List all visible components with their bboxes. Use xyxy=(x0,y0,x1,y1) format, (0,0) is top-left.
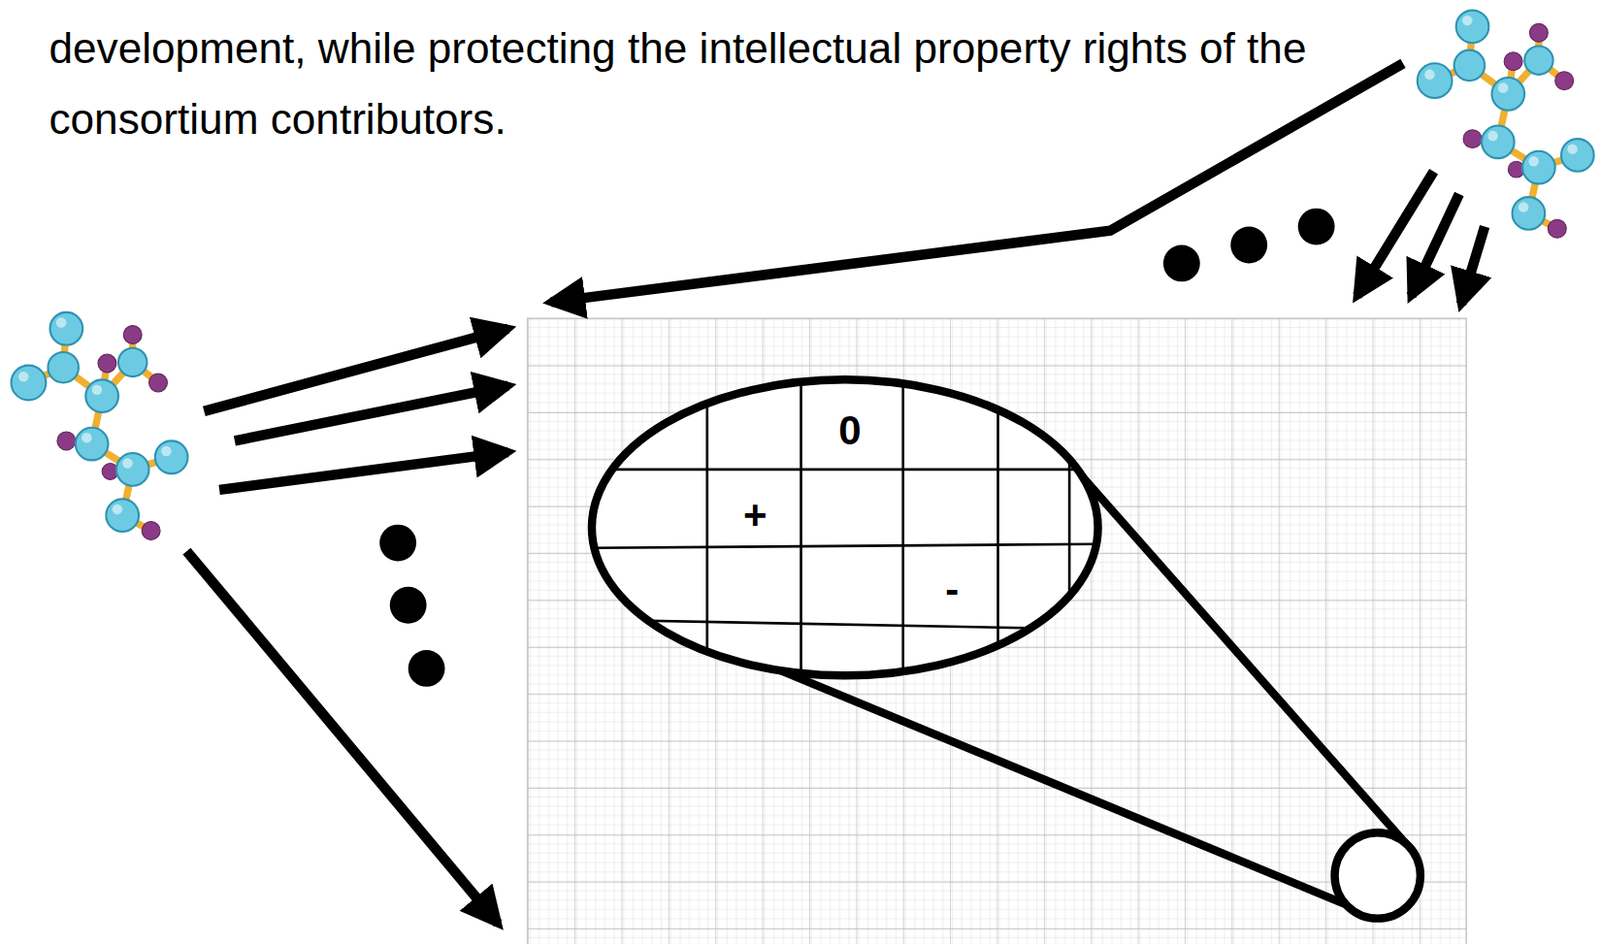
arrows xyxy=(186,551,498,924)
magnifier-cone xyxy=(1071,464,1413,853)
ellipsis-dots xyxy=(390,587,427,624)
array-grid xyxy=(527,318,1468,944)
arrows xyxy=(1410,194,1459,296)
arrows xyxy=(219,452,509,490)
magnified-cells xyxy=(705,367,709,695)
magnified-spot xyxy=(1335,832,1421,918)
arrows xyxy=(234,386,509,442)
magnified-cells xyxy=(1068,367,1072,695)
magnified-cells xyxy=(799,367,803,695)
molecule xyxy=(1417,10,1595,239)
ellipsis-dots xyxy=(1163,245,1201,283)
magnifier-cone xyxy=(775,668,1345,905)
molecule xyxy=(11,312,189,541)
grid-ground xyxy=(527,318,1468,944)
ellipsis-dots xyxy=(1230,227,1268,264)
ellipsis-dots xyxy=(379,208,1335,687)
magnified-cells xyxy=(581,544,1112,549)
arrows xyxy=(551,63,1404,302)
body-text: development, while protecting the intell… xyxy=(48,12,1325,156)
magnified-cells xyxy=(581,367,1112,695)
ellipsis-dots xyxy=(379,524,417,562)
magnified-cells xyxy=(581,468,1112,472)
magnifier-ground xyxy=(591,379,1099,676)
arrows xyxy=(186,63,1485,924)
ellipsis-dots xyxy=(1298,208,1336,246)
arrows xyxy=(1461,227,1485,305)
table-cell: - xyxy=(945,567,959,613)
table-cell: + xyxy=(743,492,768,538)
magnified-cells xyxy=(901,367,905,695)
table-cell: 0 xyxy=(838,408,861,454)
ellipsis-dots xyxy=(408,650,446,687)
magnifier-lens xyxy=(591,379,1099,676)
